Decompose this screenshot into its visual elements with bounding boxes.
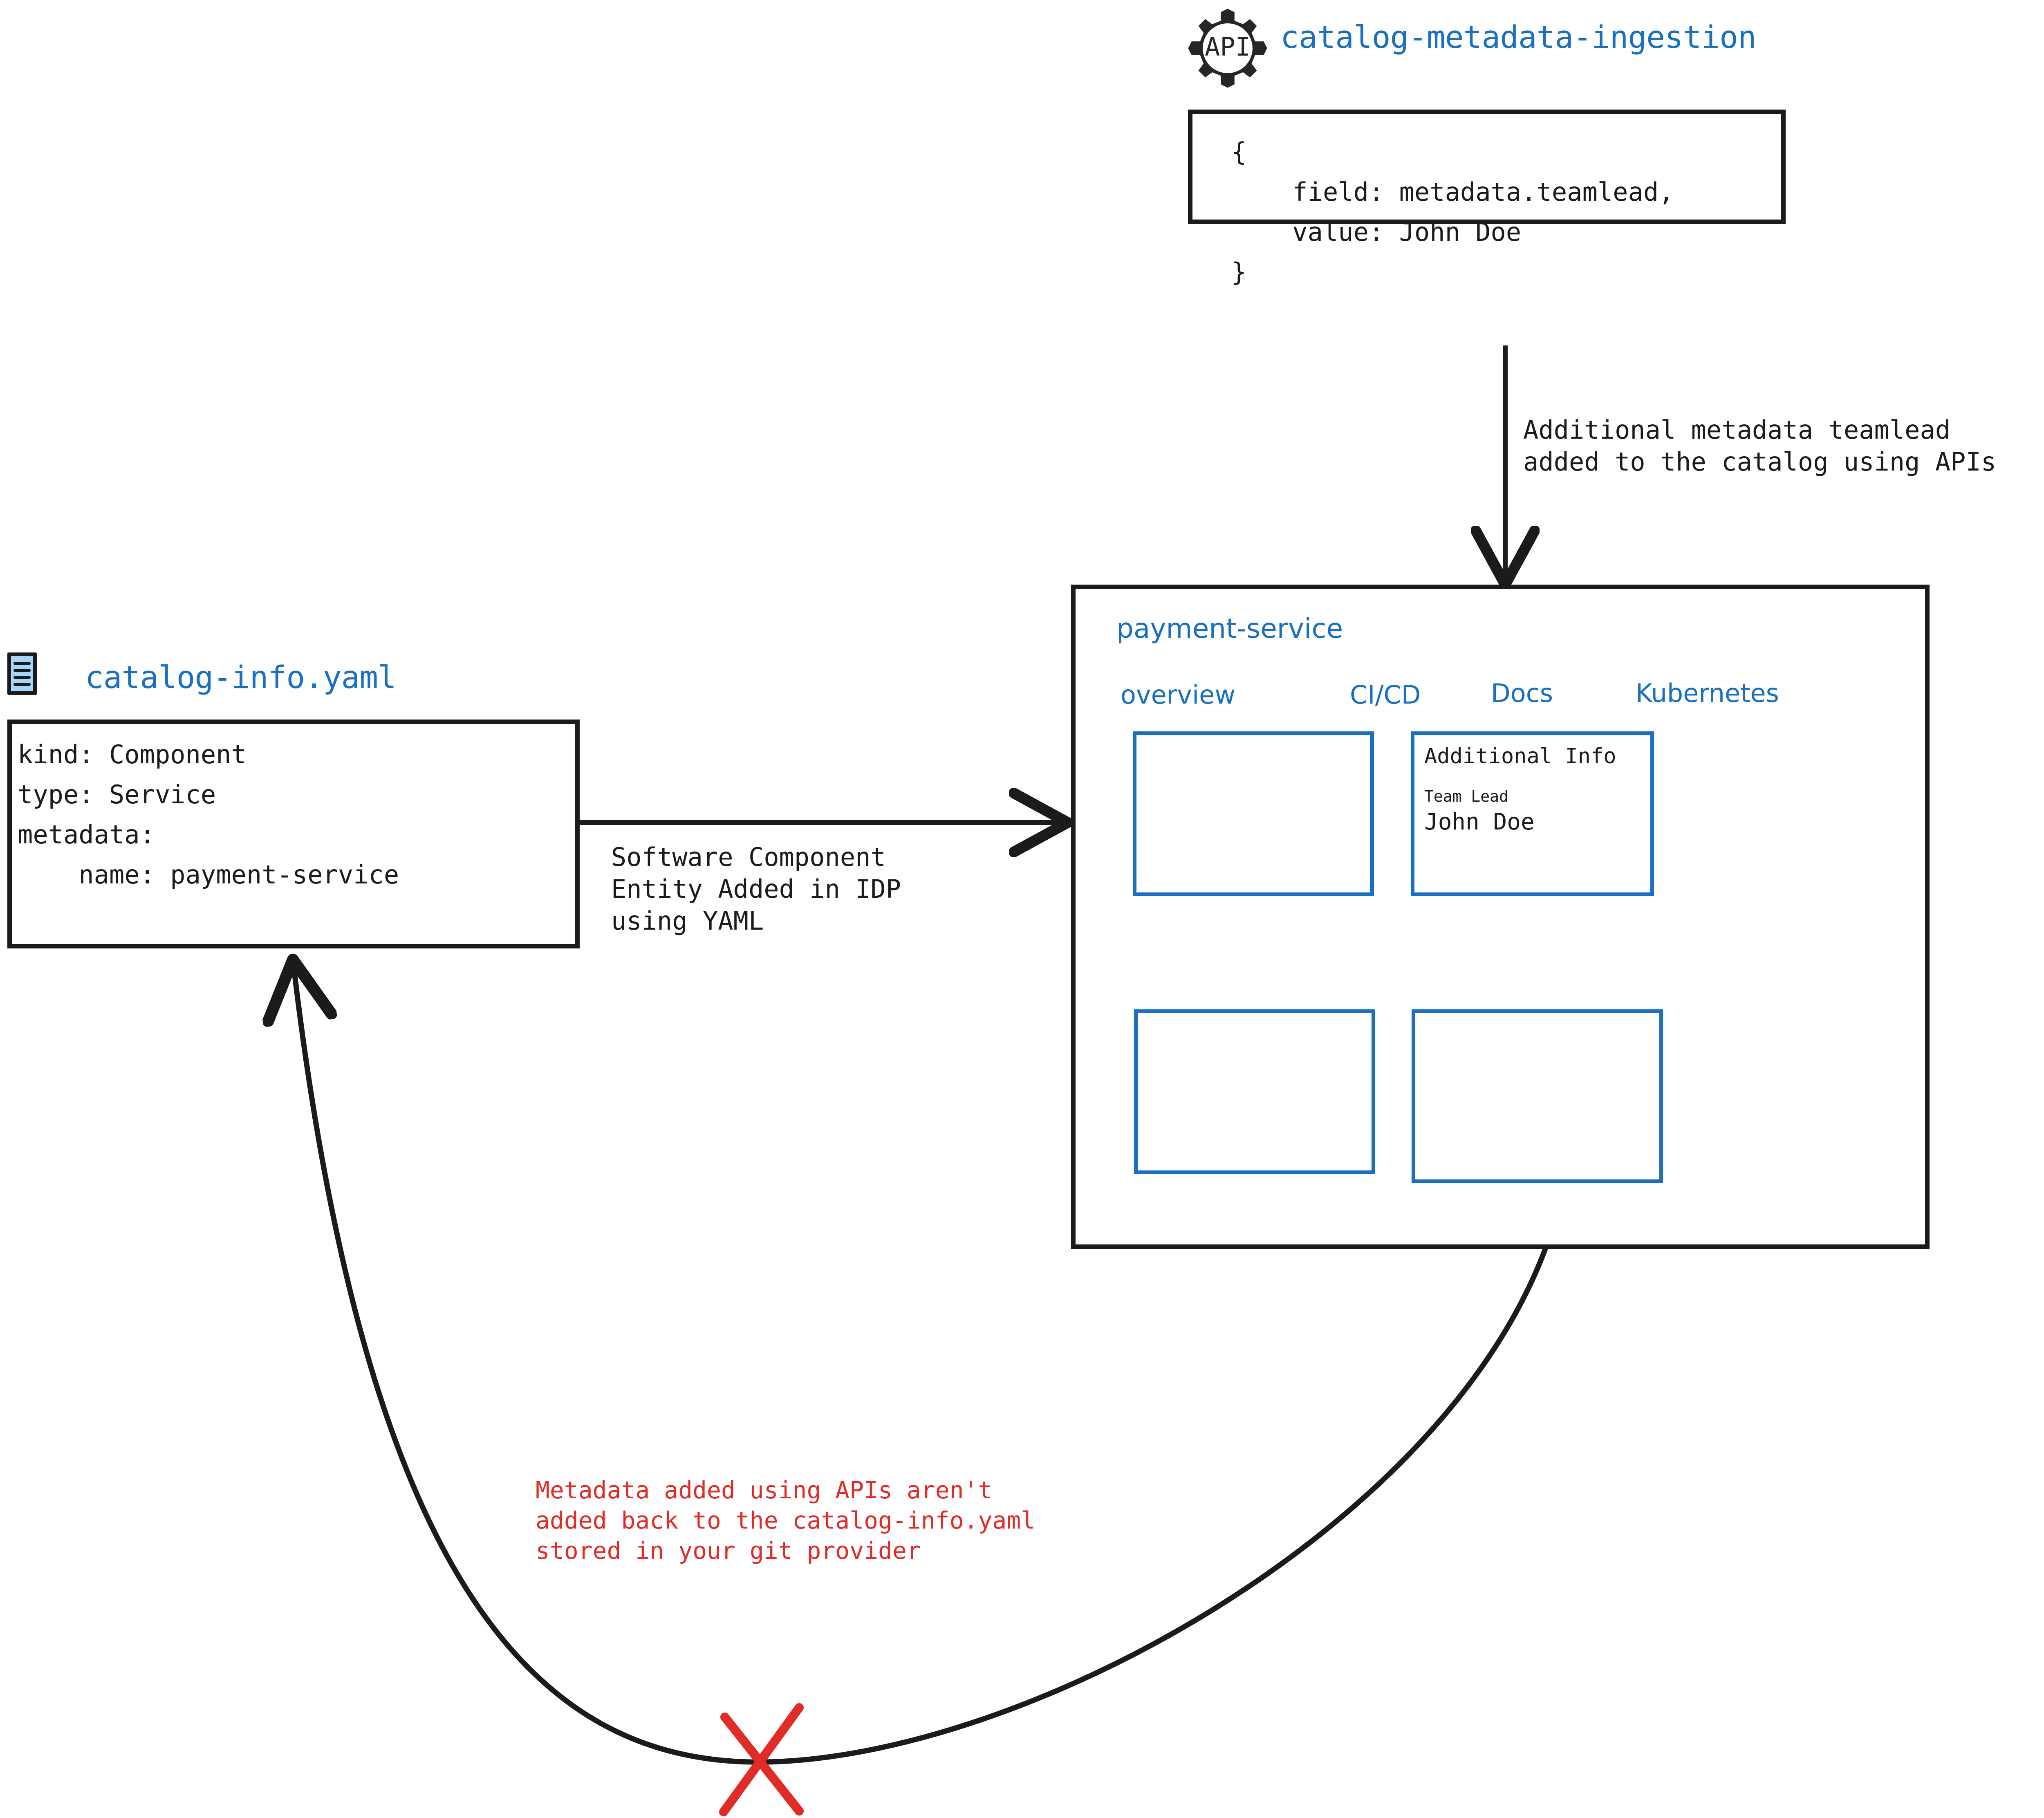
api-node-title: catalog-metadata-ingestion bbox=[1280, 19, 1757, 55]
empty-card-bottom-right[interactable] bbox=[1412, 1009, 1663, 1183]
yaml-file-icon-line bbox=[13, 675, 31, 679]
additional-info-card-title: Additional Info bbox=[1424, 744, 1616, 769]
edge-label-api-to-panel: Additional metadata teamlead added to th… bbox=[1523, 415, 1997, 477]
yaml-node-title: catalog-info.yaml bbox=[85, 659, 397, 695]
yaml-code-box: kind: Component type: Service metadata: … bbox=[7, 720, 580, 948]
warning-label: Metadata added using APIs aren't added b… bbox=[536, 1476, 1035, 1565]
team-lead-label: Team Lead bbox=[1424, 787, 1508, 805]
additional-info-card[interactable]: Additional Info Team Lead John Doe bbox=[1411, 731, 1654, 896]
api-payload-box: { field: metadata.teamlead, value: John … bbox=[1188, 110, 1786, 287]
tab-kubernetes[interactable]: Kubernetes bbox=[1636, 678, 1779, 708]
yaml-file-icon-line bbox=[13, 668, 31, 672]
empty-card-bottom-left[interactable] bbox=[1134, 1009, 1375, 1174]
api-payload-code: { field: metadata.teamlead, value: John … bbox=[1231, 137, 1674, 287]
blocked-x-icon bbox=[719, 1703, 804, 1816]
yaml-code: kind: Component type: Service metadata: … bbox=[18, 740, 399, 890]
api-gear-icon: API bbox=[1185, 3, 1271, 93]
api-gear-svg bbox=[1188, 9, 1267, 88]
yaml-node: catalog-info.yaml bbox=[7, 652, 397, 695]
panel-title: payment-service bbox=[1116, 613, 1343, 644]
edge-label-yaml-to-panel: Software Component Entity Added in IDP u… bbox=[611, 842, 901, 936]
empty-card-top-left[interactable] bbox=[1133, 731, 1374, 896]
tab-ci-cd[interactable]: CI/CD bbox=[1350, 680, 1421, 710]
yaml-file-icon-line bbox=[13, 682, 31, 686]
api-gear-icon-label: API bbox=[1205, 32, 1251, 62]
tab-docs[interactable]: Docs bbox=[1491, 678, 1553, 708]
yaml-file-icon bbox=[7, 652, 37, 695]
yaml-file-icon-line bbox=[13, 661, 31, 665]
payment-service-panel: payment-service overview CI/CD Docs Kube… bbox=[1071, 585, 1930, 1249]
tab-overview[interactable]: overview bbox=[1121, 680, 1236, 710]
team-lead-value: John Doe bbox=[1424, 809, 1535, 835]
